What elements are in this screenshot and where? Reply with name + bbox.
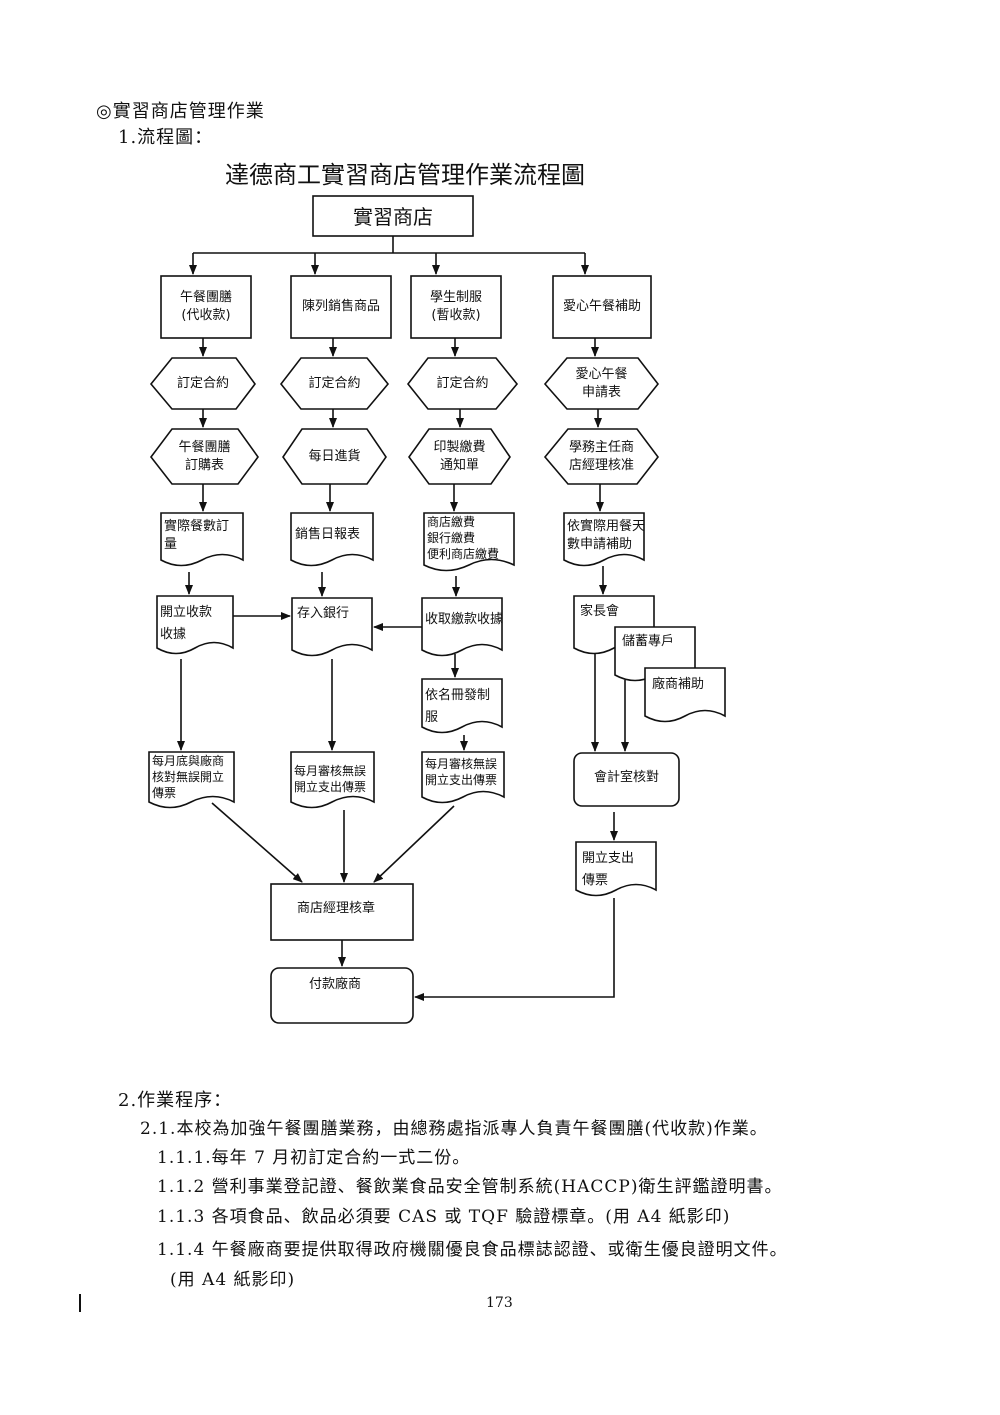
col1-doc2-label: 開立收款收據	[160, 605, 213, 642]
col2-hex2-label: 每日進貨	[308, 449, 361, 464]
store-box	[312, 195, 474, 237]
procedure-line-5: 1.1.4 午餐廠商要提供取得政府機關優良食品標誌認證、或衛生優良證明文件。	[157, 1240, 788, 1260]
col3-hex1-label: 訂定合約	[436, 376, 489, 391]
col1-hex2-label: 午餐團膳訂購表	[178, 440, 231, 473]
col3-header-label: 學生制服(暫收款)	[429, 290, 482, 323]
col3-hex1	[406, 357, 519, 410]
col4-doc-vendor	[644, 667, 726, 723]
col3-doc1	[423, 512, 515, 572]
audit-box	[573, 752, 680, 807]
procedure-line-2: 1.1.1.每年 7 月初訂定合約一式二份。	[157, 1148, 471, 1168]
store-box-label: 實習商店	[353, 205, 433, 229]
col2-doc2-label: 存入銀行	[297, 606, 350, 621]
col4-hex1	[543, 357, 660, 410]
col4-header-label: 愛心午餐補助	[562, 299, 641, 314]
col2-doc3-label: 每月審核無誤開立支出傳票	[294, 764, 367, 794]
procedure-line-4: 1.1.3 各項食品、飲品必須要 CAS 或 TQF 驗證標章。(用 A4 紙影…	[157, 1207, 731, 1227]
margin-bar	[79, 1294, 81, 1312]
col4-doc1-label: 依實際用餐天數申請補助	[567, 519, 646, 552]
col2-doc2	[291, 597, 373, 657]
col1-doc3	[148, 751, 235, 809]
manager-box-label: 商店經理核章	[297, 901, 376, 916]
col4-doc-parents-label: 家長會	[580, 604, 620, 619]
col4-doc-out	[575, 841, 657, 897]
col4-doc-savings-label: 儲蓄專戶	[622, 634, 675, 649]
col3-doc2-label: 收取繳款收據	[425, 612, 504, 627]
page-number: 173	[486, 1295, 513, 1311]
col1-doc2	[156, 595, 234, 655]
col3-hex2	[408, 428, 511, 485]
flowchart-subheading: 1.流程圖：	[118, 127, 214, 148]
col4-hex2-label: 學務主任商店經理核准	[568, 440, 634, 473]
col2-doc1-label: 銷售日報表	[295, 527, 361, 542]
col3-doc-mid-label: 依名冊發制服	[425, 688, 491, 725]
col1-doc1	[160, 512, 244, 567]
col2-hex1-label: 訂定合約	[308, 376, 361, 391]
col2-hex2	[282, 428, 387, 485]
col2-doc1	[290, 512, 374, 567]
col3-doc1-label: 商店繳費銀行繳費便利商店繳費	[427, 515, 500, 561]
col3-doc2	[421, 597, 503, 657]
col3-header-box	[410, 275, 502, 339]
col4-doc-vendor-label: 廠商補助	[652, 677, 705, 692]
col2-hex1	[279, 357, 390, 410]
col2-doc3	[290, 751, 375, 809]
col4-hex1-label: 愛心午餐申請表	[575, 367, 628, 400]
col4-doc-out-label: 開立支出傳票	[582, 851, 635, 888]
procedure-line-6: (用 A4 紙影印)	[170, 1270, 296, 1290]
col3-doc3	[421, 751, 505, 804]
audit-box-label: 會計室核對	[593, 770, 659, 785]
col1-hex1-label: 訂定合約	[176, 376, 229, 391]
col1-doc1-label: 實際餐數訂量	[164, 519, 230, 552]
col1-doc3-label: 每月底與廠商核對無誤開立傳票	[152, 754, 225, 800]
col4-hex2	[543, 428, 660, 485]
col3-doc-mid	[421, 678, 503, 734]
col3-hex2-label: 印製繳費通知單	[433, 440, 486, 473]
col2-header-box	[290, 275, 392, 339]
col4-header-box	[552, 275, 652, 339]
col1-hex2	[149, 428, 259, 485]
col2-header-label: 陳列銷售商品	[301, 299, 380, 314]
col1-header-box	[160, 275, 252, 339]
col4-doc1	[563, 512, 645, 567]
flowchart-diagram: 達德商工實習商店管理作業流程圖	[148, 161, 726, 1024]
pay-box-label: 付款廠商	[309, 977, 362, 992]
procedure-line-3: 1.1.2 營利事業登記證、餐飲業食品安全管制系統(HACCP)衛生評鑑證明書。	[157, 1177, 783, 1197]
procedure-heading: 2.作業程序：	[118, 1090, 233, 1111]
pay-box	[270, 967, 414, 1024]
diagram-title: 達德商工實習商店管理作業流程圖	[225, 161, 585, 189]
procedure-line-1: 2.1.本校為加強午餐團膳業務，由總務處指派專人負責午餐團膳(代收款)作業。	[140, 1119, 768, 1139]
section-heading: ◎實習商店管理作業	[96, 101, 265, 122]
col1-header-label: 午餐團膳(代收款)	[179, 290, 232, 323]
col1-hex1	[149, 357, 256, 410]
col3-doc3-label: 每月審核無誤開立支出傳票	[425, 757, 498, 787]
